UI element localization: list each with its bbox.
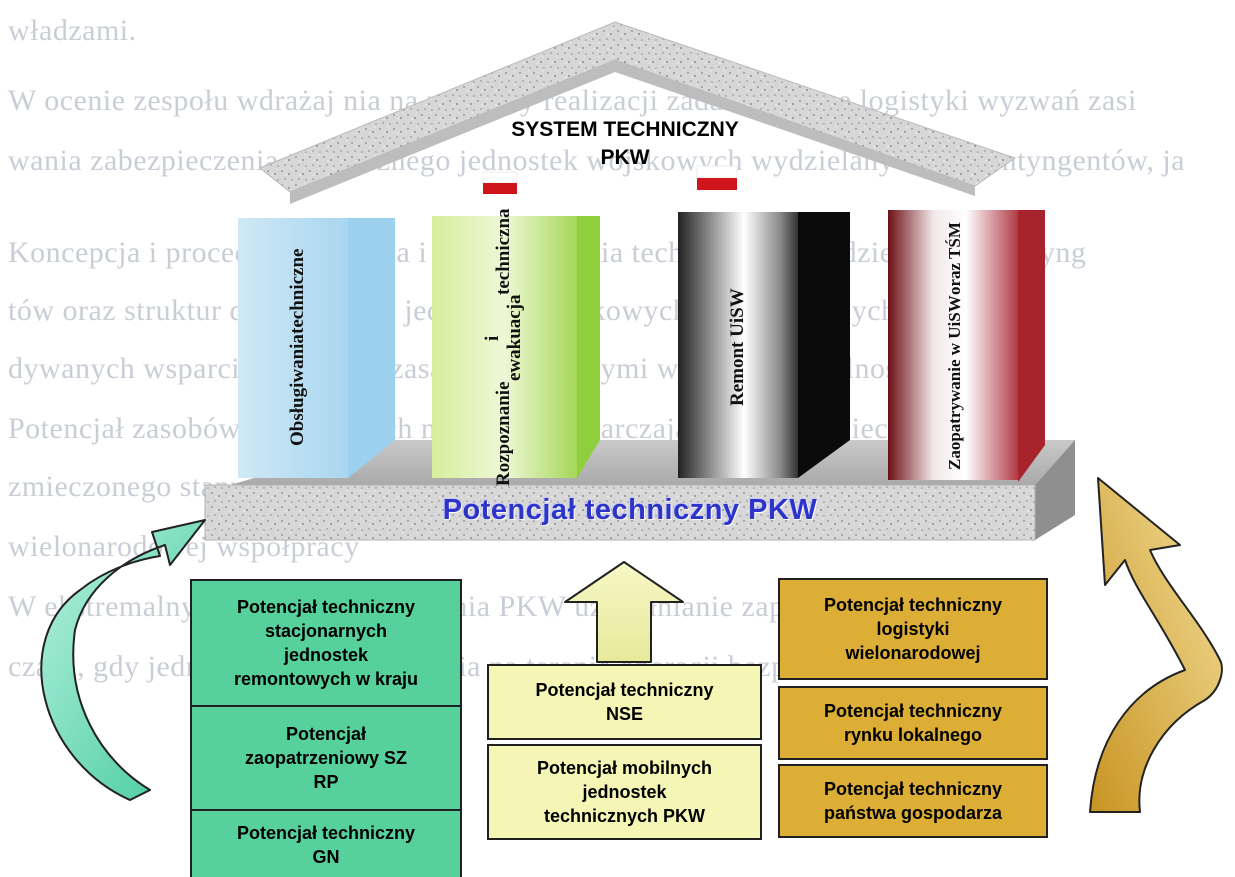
pillar-label-line: i ewakuacja [482, 294, 525, 382]
diagram-title-line: SYSTEM TECHNICZNY [511, 118, 739, 141]
box-text-line: wielonarodowej [845, 643, 981, 663]
box-text-line: Potencjał techniczny [236, 823, 416, 843]
pillar-label-line: Remont UiSW [727, 288, 748, 406]
box-text-line: logistyki [876, 619, 950, 639]
box-text-line: zaopatrzeniowy SZ [244, 748, 408, 768]
potential-box-mobile-units: Potencjał mobilnych jednostek techniczny… [487, 744, 762, 840]
pillar-label-line: techniczna [493, 208, 514, 295]
base-side [1035, 440, 1075, 540]
box-text-line: rynku lokalnego [843, 725, 983, 745]
box-text-line: GN [312, 847, 340, 867]
flag-icon [482, 171, 518, 194]
box-text-line: stacjonarnych [264, 621, 388, 641]
diagram-title: SYSTEM TECHNICZNY PKW [455, 116, 795, 172]
box-text-line: Potencjał techniczny [823, 701, 1003, 721]
potential-box-multinational-logistics: Potencjał techniczny logistyki wielonaro… [778, 578, 1048, 680]
pillar-recovery [432, 216, 577, 478]
box-text-line: Potencjał mobilnych [536, 758, 713, 778]
box-text-line: RP [313, 772, 339, 792]
pillar-label-line: Zaopatrywanie w UiSW [945, 295, 964, 470]
box-text-line: Potencjał techniczny [236, 597, 416, 617]
pillar-maintenance [238, 218, 348, 478]
box-text-line: Potencjał techniczny [823, 779, 1003, 799]
flag-icon [696, 165, 738, 190]
pillar-label-recovery: Rozpoznanie i ewakuacja techniczna [462, 208, 546, 486]
box-text-line: jednostek [582, 782, 667, 802]
box-text-line: remontowych w kraju [233, 669, 419, 689]
pillar-label-line: oraz TŚM [945, 222, 964, 296]
potential-box-gn: Potencjał techniczny GN [190, 809, 462, 877]
potential-box-supply: Potencjał zaopatrzeniowy SZ RP [190, 705, 462, 811]
box-text-line: jednostek [283, 645, 368, 665]
up-arrow [564, 561, 684, 663]
pillar-label-line: Obsługiwania [287, 333, 308, 446]
pillar-label-supply: Zaopatrywanie w UiSW oraz TŚM [926, 215, 984, 477]
potential-box-nse: Potencjał techniczny NSE [487, 664, 762, 740]
pillar-label-maintenance: Obsługiwania techniczne [270, 222, 326, 472]
background-text-line: W ocenie zespołu wdrażaj nia na potrzeby… [8, 84, 1137, 117]
diagram-title-line: PKW [600, 146, 650, 169]
pillar-supply [888, 210, 1018, 480]
cycle-arrow-right [1089, 477, 1223, 813]
pillar-label-line: techniczne [287, 248, 308, 334]
box-text-line: NSE [605, 704, 643, 724]
box-text-line: państwa gospodarza [823, 803, 1003, 823]
background-text-line: władzami. [8, 14, 137, 47]
box-text-line: Potencjał [285, 724, 367, 744]
base-front [204, 484, 1036, 541]
potential-box-host-nation: Potencjał techniczny państwa gospodarza [778, 764, 1048, 838]
box-text-line: Potencjał techniczny [535, 680, 714, 700]
cycle-arrow-left [40, 519, 206, 801]
box-text-line: technicznych PKW [543, 806, 705, 826]
box-text-line: Potencjał techniczny [823, 595, 1003, 615]
potential-box-local-market: Potencjał techniczny rynku lokalnego [778, 686, 1048, 760]
base-label: Potencjał techniczny PKW [442, 494, 818, 526]
pillar-label-repair: Remont UiSW [720, 222, 756, 472]
background-text-line: W ekstremalnych warunkach działania PKW … [8, 590, 919, 623]
pillar-label-line: Rozpoznanie [493, 381, 514, 486]
pillar-repair [678, 212, 798, 478]
potential-box-repair-units: Potencjał techniczny stacjonarnych jedno… [190, 579, 462, 707]
